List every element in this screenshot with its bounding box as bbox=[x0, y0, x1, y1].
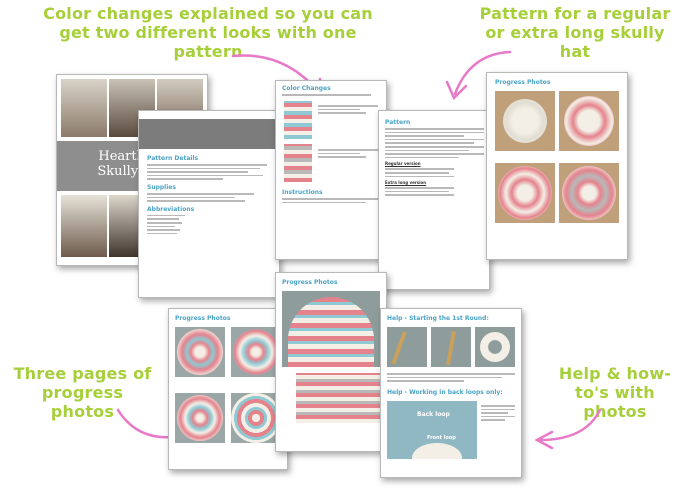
pattern-title: Pattern bbox=[385, 119, 411, 126]
instructions-title: Instructions bbox=[282, 189, 323, 196]
swatch-2 bbox=[284, 144, 312, 182]
progress-title-1: Progress Photos bbox=[495, 79, 551, 86]
progress-photo-3a bbox=[282, 291, 380, 367]
progress-title-3: Progress Photos bbox=[282, 279, 338, 286]
pattern-page: Pattern Regular version Extra long versi… bbox=[378, 110, 490, 290]
progress-photo-1c bbox=[495, 163, 555, 223]
details-page: Pattern Details Supplies Abbreviations bbox=[138, 110, 280, 298]
progress-photo-2c bbox=[175, 393, 225, 443]
abbreviations-title: Abbreviations bbox=[147, 205, 195, 213]
progress-photo-2b bbox=[231, 327, 281, 377]
cover-photo-top-left bbox=[61, 79, 107, 137]
back-loop-label: Back loop bbox=[417, 411, 450, 418]
details-header-band bbox=[139, 119, 279, 149]
details-title: Pattern Details bbox=[147, 155, 199, 162]
progress-photo-1b bbox=[559, 91, 619, 151]
progress-page-1: Progress Photos bbox=[486, 72, 628, 260]
progress-photo-1d bbox=[559, 163, 619, 223]
cover-photo-bottom-left bbox=[61, 195, 107, 257]
help-photo-1b bbox=[431, 327, 471, 367]
progress-photo-1a bbox=[495, 91, 555, 151]
extra-long-version-label: Extra long version bbox=[385, 180, 427, 186]
help-photo-1a bbox=[387, 327, 427, 367]
callout-progress-photos: Three pages of progress photos bbox=[13, 364, 152, 421]
arrow-to-help bbox=[534, 408, 602, 450]
regular-version-label: Regular version bbox=[385, 161, 421, 167]
help-title-1: Help - Starting the 1st Round: bbox=[387, 315, 489, 322]
progress-photo-2a bbox=[175, 327, 225, 377]
help-page: Help - Starting the 1st Round: Help - Wo… bbox=[380, 308, 522, 478]
color-changes-page: Color Changes Instructions bbox=[275, 80, 387, 260]
callout-color-changes: Color changes explained so you can get t… bbox=[43, 4, 373, 61]
callout-pattern-sizes: Pattern for a regular or extra long skul… bbox=[479, 4, 671, 61]
callout-help: Help & how-to's with photos bbox=[558, 364, 672, 421]
arrow-to-pattern bbox=[445, 50, 512, 101]
progress-photo-2d bbox=[231, 393, 281, 443]
help-photo-2: Back loop Front loop bbox=[387, 401, 477, 459]
help-photo-1c bbox=[475, 327, 515, 367]
front-loop-label: Front loop bbox=[427, 435, 456, 441]
help-title-2: Help - Working in back loops only: bbox=[387, 389, 503, 396]
color-changes-title: Color Changes bbox=[282, 85, 331, 92]
supplies-title: Supplies bbox=[147, 183, 176, 191]
progress-page-3: Progress Photos bbox=[275, 272, 387, 452]
progress-title-2: Progress Photos bbox=[175, 315, 231, 322]
progress-page-2: Progress Photos bbox=[168, 308, 288, 470]
progress-photo-3b bbox=[296, 373, 380, 423]
swatch-1 bbox=[284, 101, 312, 139]
